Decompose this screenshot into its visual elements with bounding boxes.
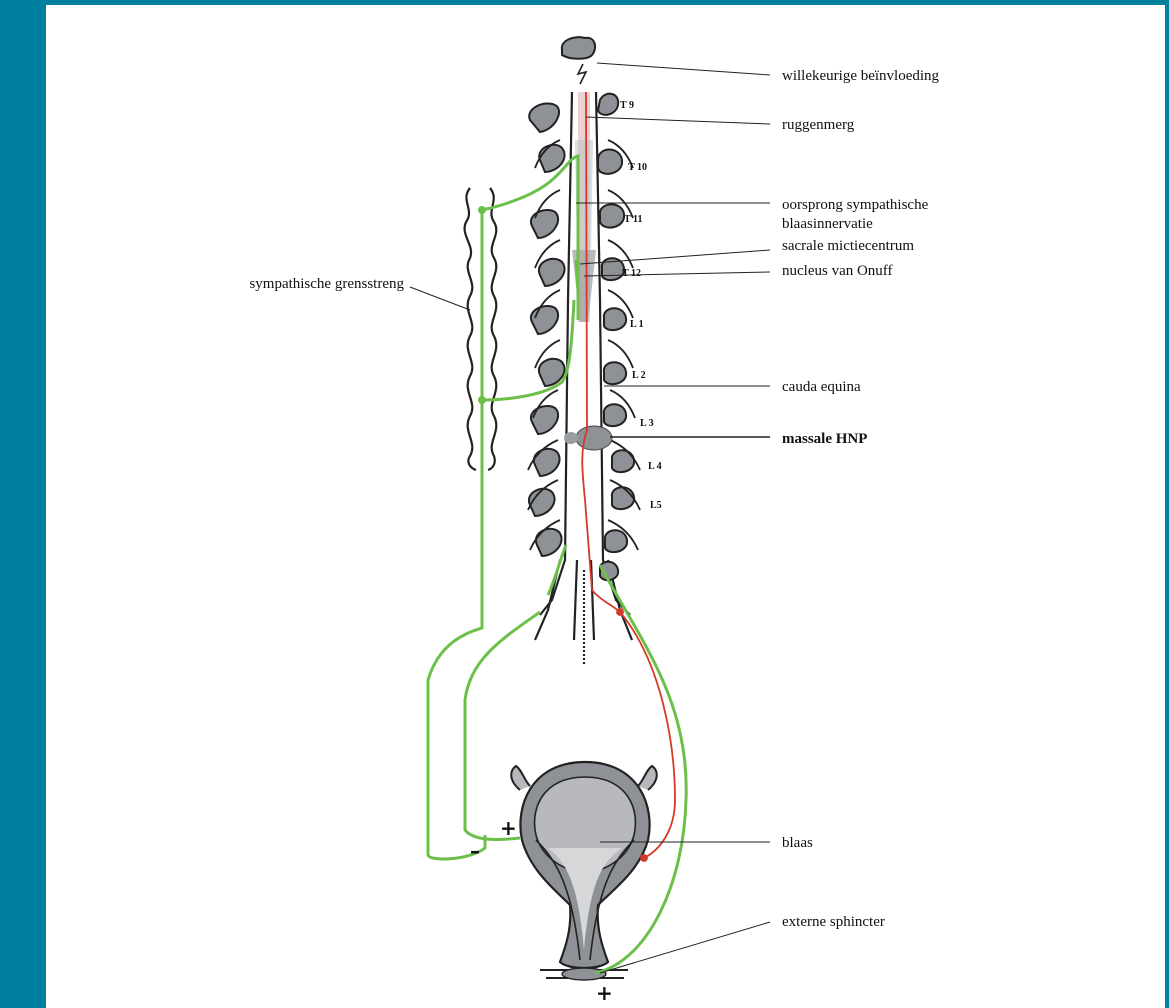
vertebra-label-l1: L 1 (630, 319, 644, 330)
label-sympathetic-chain: sympathische grensstreng (249, 276, 404, 292)
label-voluntary-influence: willekeurige beïnvloeding (782, 68, 940, 84)
vertebra-label-t12: T 12 (622, 268, 641, 279)
plus-sign-sphincter: + (596, 981, 613, 1005)
label-sacral-micturition-center: sacrale mictiecentrum (782, 238, 914, 254)
label-external-sphincter: externe sphincter (782, 914, 885, 930)
label-sympathetic-origin-line2: blaasinnervatie (782, 216, 873, 232)
brain-icon (562, 37, 595, 59)
vertebra-label-l4: L 4 (648, 461, 662, 472)
label-spinal-cord: ruggenmerg (782, 117, 855, 133)
vertebra-label-t10: T 10 (628, 162, 647, 173)
label-massive-hnp: massale HNP (782, 431, 867, 447)
spinal-column (528, 92, 640, 665)
label-bladder: blaas (782, 835, 813, 851)
minus-sign-bladder: – (470, 839, 480, 863)
bladder (511, 762, 657, 980)
vertebra-label-l3: L 3 (640, 418, 654, 429)
lightning-icon (578, 64, 586, 84)
label-sympathetic-origin-line1: oorsprong sympathische (782, 197, 929, 213)
label-cauda-equina: cauda equina (782, 379, 861, 395)
vertebra-label-l2: L 2 (632, 370, 646, 381)
vertebra-label-t11: T 11 (624, 214, 642, 225)
label-onuf-nucleus: nucleus van Onuff (782, 263, 893, 279)
vertebra-label-l5: L5 (650, 500, 662, 511)
sympathetic-chain (465, 188, 497, 470)
plus-sign-bladder: + (500, 816, 517, 840)
vertebra-label-t9: T 9 (620, 100, 634, 111)
